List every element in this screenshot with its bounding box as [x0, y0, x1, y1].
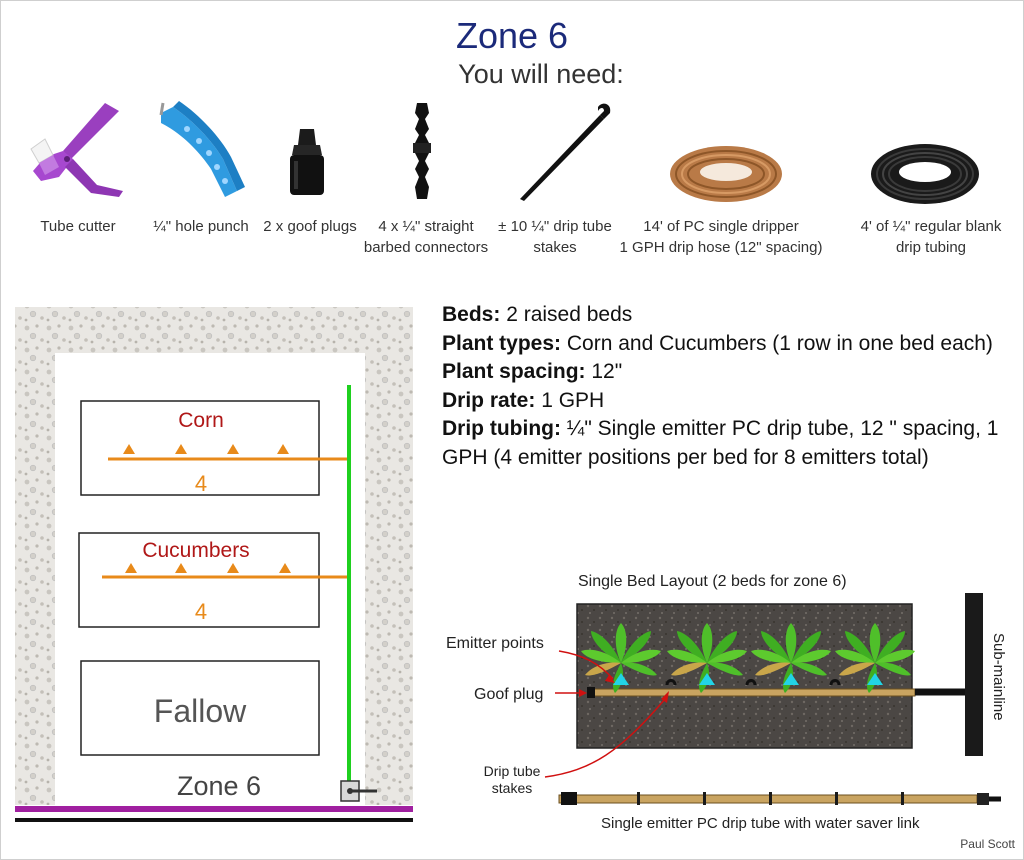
- stakes-callout-arrow: [544, 698, 666, 778]
- tube-cutter-icon: [30, 103, 123, 197]
- emitter-marker: [125, 563, 137, 573]
- tool-caption: ¼" hole punch: [153, 218, 249, 235]
- soil-bed: [576, 603, 913, 749]
- emitter-marker: [175, 444, 187, 454]
- emitter-marker: [175, 563, 187, 573]
- bed-fallow: [80, 660, 320, 756]
- emitter-point-marker: [867, 673, 883, 685]
- bed-label-cucumbers: Cucumbers: [142, 539, 249, 562]
- emitter-marker: [227, 563, 239, 573]
- bed-label-corn: Corn: [178, 409, 224, 432]
- emitter-marker: [277, 444, 289, 454]
- zone-label: Zone 6: [177, 771, 261, 801]
- bed-label-fallow: Fallow: [154, 693, 247, 729]
- goof-plug-icon: [290, 129, 324, 195]
- emitter-marker: [123, 444, 135, 454]
- drip-tube: [590, 688, 916, 697]
- emitter-marker: [227, 444, 239, 454]
- beds-detail: Beds: 2 raised beds: [442, 303, 633, 326]
- sub-mainline-pipe: [965, 593, 983, 756]
- main-line: [15, 818, 413, 822]
- bed-layout-title: Single Bed Layout (2 beds for zone 6): [578, 573, 847, 590]
- emitter-count: 4: [195, 599, 207, 624]
- tubing-detail: Drip tubing: ¼" Single emitter PC drip t…: [442, 417, 999, 469]
- plants-detail: Plant types: Corn and Cucumbers (1 row i…: [442, 331, 993, 355]
- emitter-points-label: Emitter points: [446, 635, 544, 652]
- goof-plug-marker: [587, 687, 595, 698]
- page-title: Zone 6: [455, 15, 569, 56]
- tool-caption: 2 x goof plugs: [263, 218, 357, 235]
- rate-detail: Drip rate: 1 GPH: [442, 388, 605, 412]
- emitter-point-marker: [783, 673, 799, 685]
- emitter-point-marker: [699, 673, 715, 685]
- emitter-point-marker: [613, 673, 629, 685]
- emitter-marker: [279, 563, 291, 573]
- spacing-detail: Plant spacing: 12": [442, 360, 623, 383]
- hole-punch-icon: [159, 101, 245, 197]
- emitter-count: 4: [195, 471, 207, 496]
- page-subtitle: You will need:: [458, 59, 624, 89]
- supply-line: [15, 806, 413, 812]
- drip-tube-stake-icon: [520, 103, 611, 201]
- sub-mainline-label: Sub-mainline: [990, 633, 1007, 721]
- stake-marker: [829, 679, 841, 686]
- bed-cucumbers: [78, 532, 320, 628]
- single-emitter-tube: [558, 794, 978, 804]
- drip-hose-coil-icon: [670, 146, 782, 202]
- barbed-connector-icon: [413, 103, 431, 199]
- goof-plug-label: Goof plug: [474, 686, 544, 703]
- zone-map: Corn 4 Cucumbers 4 Fallow Zone 6: [15, 307, 413, 822]
- tool-caption: Tube cutter: [40, 218, 116, 235]
- bed-layout-diagram: Sub-mainline: [544, 593, 1007, 805]
- credit: Paul Scott: [960, 837, 1015, 851]
- bed-corn: [80, 400, 320, 496]
- stake-marker: [745, 679, 757, 686]
- zone-details: Beds: 2 raised beds Plant types: Corn an…: [442, 301, 1002, 472]
- blank-tubing-coil-icon: [871, 144, 979, 204]
- emitter-callout-arrow: [558, 650, 614, 680]
- tube-caption: Single emitter PC drip tube with water s…: [601, 815, 920, 832]
- stake-marker: [665, 679, 677, 686]
